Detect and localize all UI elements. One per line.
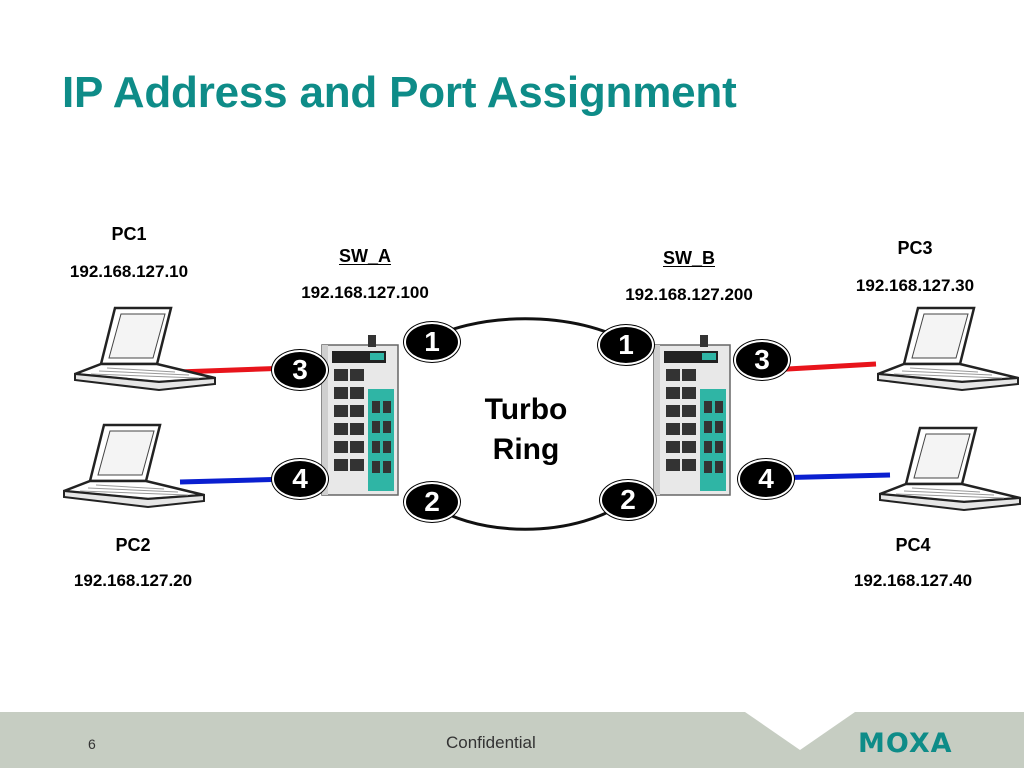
moxa-logo: MOXA [858, 728, 953, 759]
link-pc2-sw-a [179, 476, 291, 485]
sw-a-ip: 192.168.127.100 [301, 283, 429, 302]
slide-title: IP Address and Port Assignment [62, 68, 737, 117]
pc2-ip: 192.168.127.20 [73, 571, 193, 590]
pc1-name: PC1 [111, 224, 147, 244]
sw-a-port-2-badge: 2 [404, 482, 460, 522]
pc4-ip: 192.168.127.40 [853, 571, 973, 590]
pc1-ip: 192.168.127.10 [69, 262, 189, 281]
sw-b-port-3-badge: 3 [734, 340, 790, 380]
turbo-ring-line2: Ring [492, 433, 560, 466]
page-number: 6 [88, 736, 96, 752]
link-pc1-sw-a [177, 365, 291, 375]
footer-notch [745, 712, 855, 750]
sw-b-port-1-badge: 1 [598, 325, 654, 365]
laptop-pc1 [73, 306, 217, 392]
laptop-pc3 [876, 306, 1020, 392]
pc4-name: PC4 [895, 535, 931, 555]
confidential-label: Confidential [446, 733, 536, 752]
sw-b-name: SW_B [662, 248, 716, 268]
laptop-pc2 [62, 423, 206, 509]
network-diagram [62, 306, 1022, 531]
sw-b-port-2-badge: 2 [600, 480, 656, 520]
pc2-name: PC2 [115, 535, 151, 555]
sw-a-name: SW_A [338, 246, 392, 266]
slide-footer: 6 Confidential MOXA [0, 712, 1024, 768]
switch-sw-b [653, 334, 731, 496]
pc3-name: PC3 [897, 238, 933, 258]
laptop-pc4 [878, 426, 1022, 512]
sw-b-port-4-badge: 4 [738, 459, 794, 499]
turbo-ring-label: Turbo Ring [485, 390, 568, 470]
turbo-ring-line1: Turbo [484, 393, 568, 426]
sw-b-ip: 192.168.127.200 [625, 285, 753, 304]
sw-a-port-4-badge: 4 [272, 459, 328, 499]
link-sw-b-pc3 [769, 361, 877, 373]
pc3-ip: 192.168.127.30 [855, 276, 975, 295]
sw-a-port-1-badge: 1 [404, 322, 460, 362]
sw-a-port-3-badge: 3 [272, 350, 328, 390]
switch-sw-a [321, 334, 399, 496]
